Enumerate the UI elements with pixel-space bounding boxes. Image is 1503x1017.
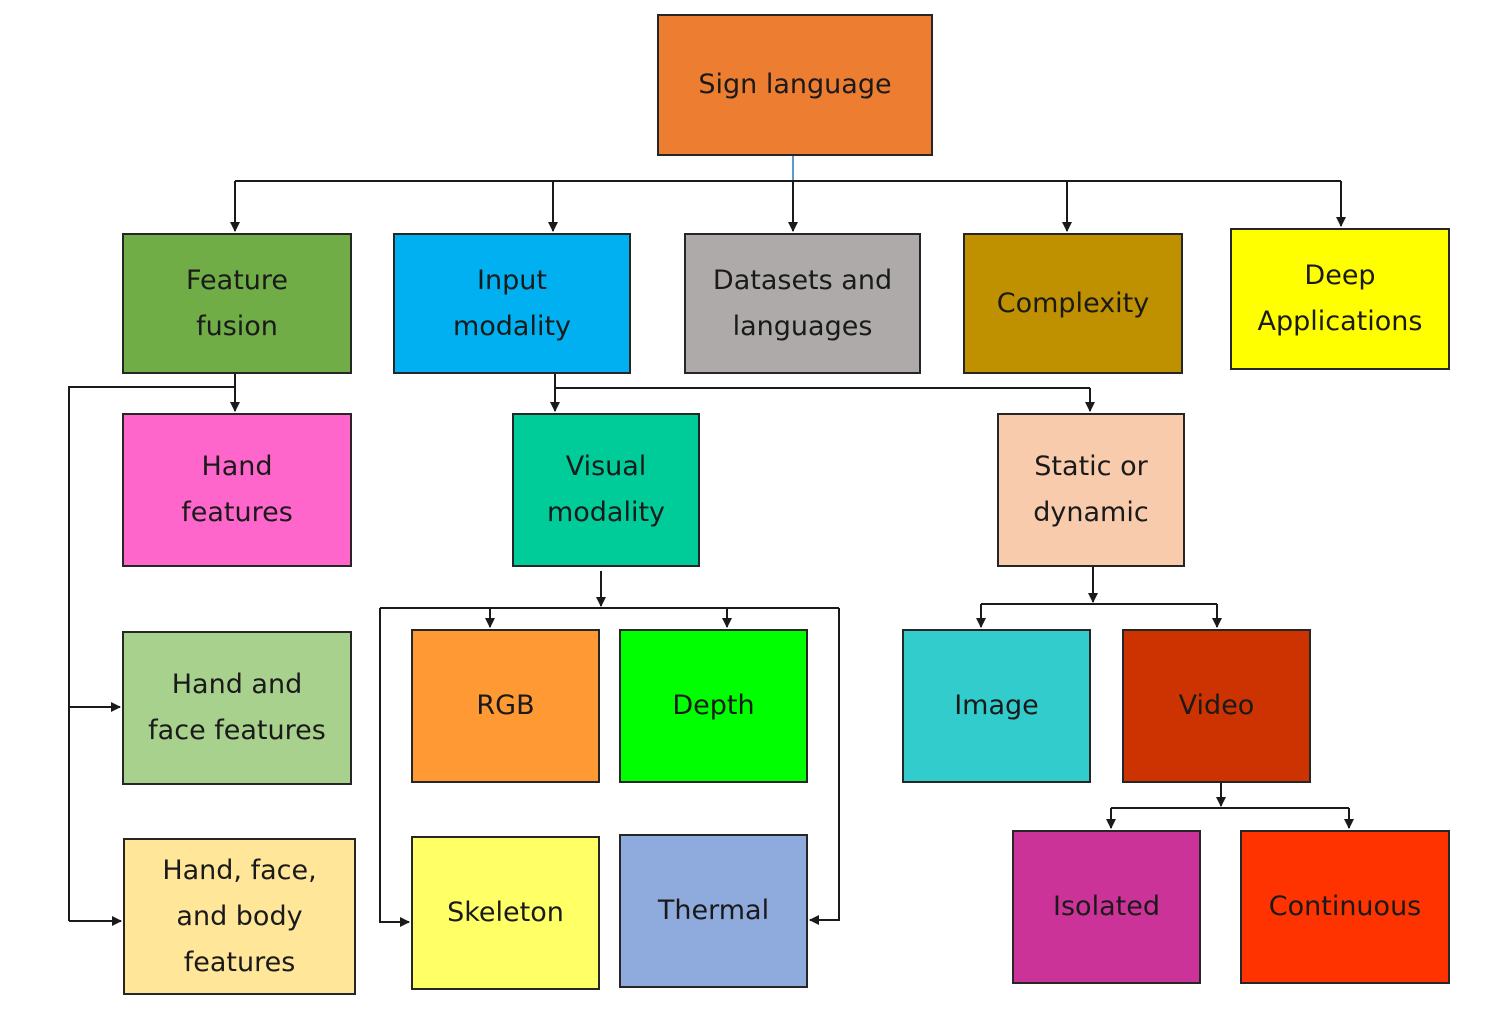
node-depth: Depth: [619, 629, 808, 783]
node-deep-applications: Deep Applications: [1230, 228, 1450, 370]
node-image: Image: [902, 629, 1091, 783]
node-hand-features: Hand features: [122, 413, 352, 567]
node-thermal: Thermal: [619, 834, 808, 988]
node-hand-and-face-features: Hand and face features: [122, 631, 352, 785]
node-continuous: Continuous: [1240, 830, 1450, 984]
node-feature-fusion: Feature fusion: [122, 233, 352, 374]
node-sign-language: Sign language: [657, 14, 933, 156]
edge-input-modality-bus: [554, 374, 1090, 389]
edge-feature-fusion-bus: [68, 386, 235, 921]
edge-visual-thermal: [809, 608, 840, 925]
edge-visual-skeleton: [379, 608, 410, 927]
node-static-or-dynamic: Static or dynamic: [997, 413, 1185, 567]
node-isolated: Isolated: [1012, 830, 1201, 984]
node-skeleton: Skeleton: [411, 836, 600, 990]
node-visual-modality: Visual modality: [512, 413, 700, 567]
node-rgb: RGB: [411, 629, 600, 783]
node-datasets-and-languages: Datasets and languages: [684, 233, 921, 374]
node-video: Video: [1122, 629, 1311, 783]
node-complexity: Complexity: [963, 233, 1183, 374]
node-input-modality: Input modality: [393, 233, 631, 374]
node-hand-face-body-features: Hand, face, and body features: [123, 838, 356, 995]
